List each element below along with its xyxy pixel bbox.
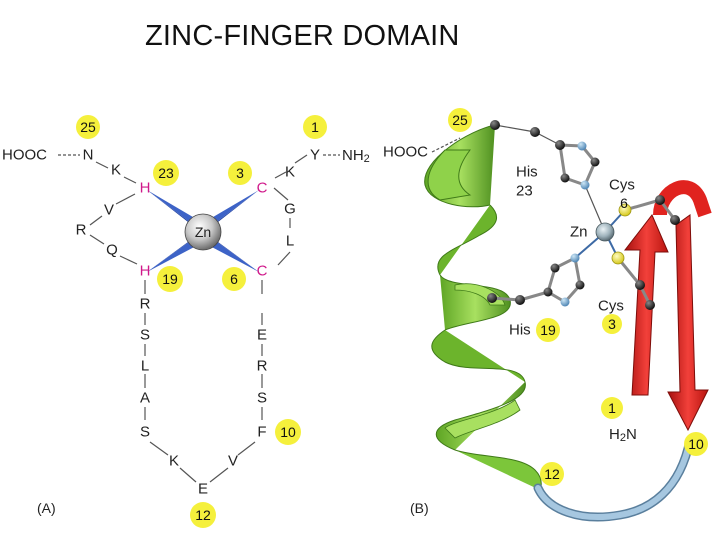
- panel-a: Zn HOOC NH2 N K H V R Q H R S L A S K E …: [2, 115, 370, 528]
- alpha-helix: [424, 124, 542, 491]
- zinc-label-b: Zn: [570, 224, 588, 241]
- residue-r: R: [76, 222, 87, 239]
- residue-l1: L: [141, 358, 149, 375]
- residue-e2: E: [257, 327, 267, 344]
- residue-k: K: [111, 162, 121, 179]
- position-badges-b: 25 6 19 3 1 10 12: [448, 108, 708, 486]
- badge-b-1: 1: [608, 400, 616, 416]
- badge-25: 25: [80, 119, 96, 135]
- his23-number: 23: [516, 183, 533, 200]
- residue-f10: F: [257, 424, 266, 441]
- n-terminus-label-b: H2N: [609, 426, 637, 445]
- his19-label: His: [509, 322, 531, 339]
- residue-g1: G: [284, 201, 296, 218]
- residue-k2: K: [169, 453, 179, 470]
- badge-b-6: 6: [620, 195, 628, 211]
- residue-v: V: [104, 202, 114, 219]
- badge-12: 12: [195, 507, 211, 523]
- c-terminus-label-b: HOOC: [383, 144, 428, 161]
- badge-b-25: 25: [452, 112, 468, 128]
- page-title: ZINC-FINGER DOMAIN: [145, 20, 460, 52]
- cys6-label: Cys: [609, 177, 635, 194]
- residue-his19: H: [140, 263, 151, 280]
- badge-1: 1: [311, 119, 319, 135]
- residue-s3: S: [257, 390, 267, 407]
- badge-b-10: 10: [688, 436, 704, 452]
- residue-s1: S: [140, 327, 150, 344]
- residue-his23: H: [140, 180, 151, 197]
- badge-b-19: 19: [540, 322, 556, 338]
- residue-s2: S: [140, 424, 150, 441]
- residue-cys3: C: [257, 180, 268, 197]
- badge-23: 23: [158, 165, 174, 181]
- his23-label: His: [516, 164, 538, 181]
- beta-hairpin: [623, 180, 712, 432]
- zinc-label: Zn: [195, 224, 211, 240]
- panel-a-label: (A): [37, 500, 56, 516]
- residue-k3: K: [285, 164, 295, 181]
- position-badges-a: 25 1 23 3 19 6 10 12: [76, 115, 327, 528]
- cys3-label: Cys: [598, 298, 624, 315]
- residue-r2: R: [140, 296, 151, 313]
- c-terminus-label: HOOC: [2, 147, 47, 164]
- panel-b: HOOC: [383, 108, 712, 522]
- residue-labels: N K H V R Q H R S L A S K E V F S R E C …: [76, 147, 320, 498]
- zinc-ion-b: [595, 222, 615, 242]
- residue-y1: Y: [310, 147, 320, 164]
- panel-b-labels: His 23 Cys Zn His Cys H2N: [509, 164, 637, 445]
- residue-v2: V: [228, 453, 238, 470]
- badge-3: 3: [236, 165, 244, 181]
- residue-a1: A: [140, 390, 150, 407]
- sequence-bonds: [58, 154, 340, 483]
- n-terminus-label: NH2: [342, 147, 370, 166]
- residue-l2: L: [286, 233, 294, 250]
- badge-19: 19: [162, 271, 178, 287]
- residue-n: N: [83, 147, 94, 164]
- zinc-ion: [184, 213, 222, 251]
- residue-q: Q: [106, 242, 118, 259]
- atoms: [487, 120, 680, 310]
- badge-b-12: 12: [544, 466, 560, 482]
- badge-6: 6: [230, 271, 238, 287]
- badge-b-3: 3: [608, 316, 616, 332]
- residue-cys6: C: [257, 263, 268, 280]
- badge-10: 10: [280, 424, 296, 440]
- panel-b-label: (B): [410, 500, 429, 516]
- residue-r3: R: [257, 358, 268, 375]
- residue-e-bottom: E: [198, 481, 208, 498]
